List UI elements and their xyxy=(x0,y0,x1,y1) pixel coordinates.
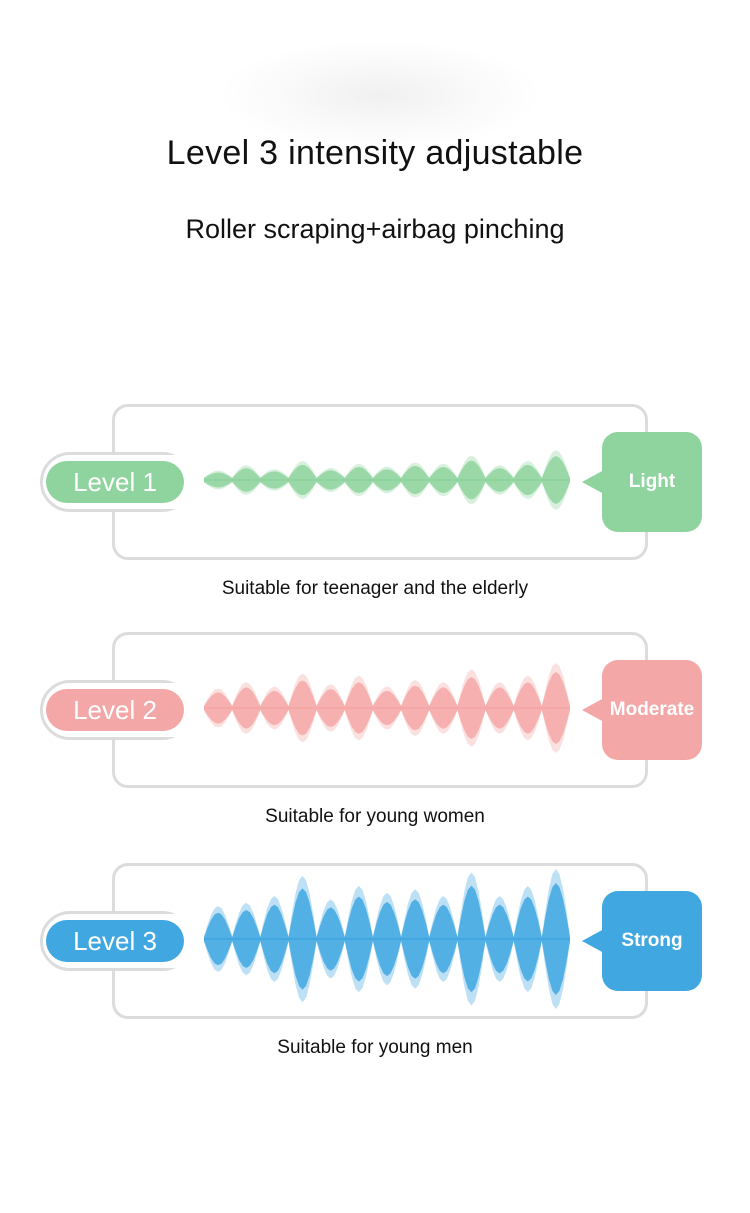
intensity-light-bubble: Light xyxy=(582,432,702,532)
level-3-badge: Level 3 xyxy=(46,920,184,962)
level-2-card: Level 2 Moderate Suitable for young wome… xyxy=(0,632,750,862)
level-1-description: Suitable for teenager and the elderly xyxy=(221,578,529,599)
level-1-card: Level 1 Light Suitable for teenager and … xyxy=(0,404,750,634)
level-1-badge: Level 1 xyxy=(46,461,184,503)
sound-wave-icon xyxy=(204,869,570,1009)
intensity-strong-bubble: Strong xyxy=(582,891,702,991)
level-2-badge: Level 2 xyxy=(46,689,184,731)
sound-wave-icon xyxy=(204,663,570,753)
level-3-card: Level 3 Strong Suitable for young men xyxy=(0,863,750,1093)
intensity-moderate-bubble: Moderate xyxy=(582,660,702,760)
sound-wave-icon xyxy=(204,450,570,510)
page-subtitle: Roller scraping+airbag pinching xyxy=(185,214,565,244)
level-2-description: Suitable for young women xyxy=(265,806,485,827)
level-3-description: Suitable for young men xyxy=(277,1037,473,1058)
header-glow xyxy=(220,40,540,150)
page-title: Level 3 intensity adjustable xyxy=(166,134,584,172)
